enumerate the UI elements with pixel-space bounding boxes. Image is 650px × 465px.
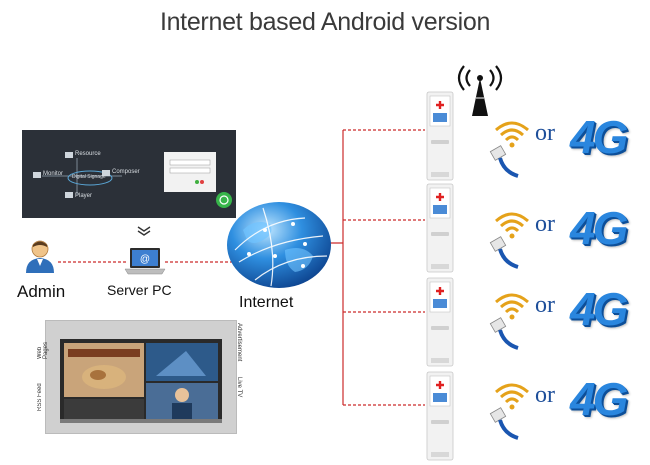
signage-label-web-pages: Web Pages — [37, 341, 49, 359]
software-panel: Resource Monitor Composer Digital Signag… — [22, 130, 236, 218]
admin-label: Admin — [17, 282, 66, 301]
ethernet-plug-icon — [489, 236, 519, 269]
wifi-icon — [495, 293, 529, 320]
software-panel-graphic — [22, 130, 236, 218]
ethernet-plug-icon — [489, 407, 519, 440]
ethernet-plug-icon — [489, 145, 519, 178]
internet-label: Internet — [239, 294, 294, 311]
signage-display-graphic — [46, 321, 236, 433]
signage-label-live-tv: Live TV — [236, 377, 242, 398]
or-label: or — [535, 120, 555, 146]
svg-text:@: @ — [140, 254, 150, 265]
kiosk-1 — [425, 91, 455, 185]
signage-label-rss-feed: RSS Feed — [37, 383, 43, 411]
panel-label-composer: Composer — [112, 169, 140, 175]
network-4g-label: 4G — [570, 283, 628, 335]
signage-display: Web Pages RSS Feed Advertisement Live TV — [37, 320, 242, 434]
wifi-icon — [495, 212, 529, 239]
kiosk-4 — [425, 371, 455, 465]
or-label: or — [535, 382, 555, 408]
signage-label-advertisement: Advertisement — [236, 323, 242, 362]
network-4g-label: 4G — [570, 111, 628, 163]
kiosk-2 — [425, 183, 455, 277]
network-4g-label: 4G — [570, 202, 628, 254]
wifi-icon — [495, 383, 529, 410]
kiosk-3 — [425, 277, 455, 371]
panel-label-resource: Resource — [75, 151, 101, 157]
globe-icon — [227, 202, 331, 288]
kiosk-icon — [426, 183, 454, 273]
chevron-down-icon — [137, 226, 151, 236]
panel-label-digital-signage: Digital Signage — [72, 174, 106, 180]
laptop-icon: @ — [124, 248, 166, 275]
user-icon — [26, 240, 54, 273]
wifi-icon — [495, 121, 529, 148]
antenna-icon — [457, 65, 503, 116]
or-label: or — [535, 211, 555, 237]
diagram-title: Internet based Android version — [159, 8, 491, 36]
server-pc-label: Server PC — [107, 282, 172, 298]
network-4g-label: 4G — [570, 373, 628, 425]
panel-label-player: Player — [75, 193, 93, 199]
or-label: or — [535, 292, 555, 318]
panel-label-monitor: Monitor — [43, 171, 64, 177]
kiosk-icon — [426, 371, 454, 461]
kiosk-icon — [426, 91, 454, 181]
kiosk-icon — [426, 277, 454, 367]
ethernet-plug-icon — [489, 317, 519, 350]
